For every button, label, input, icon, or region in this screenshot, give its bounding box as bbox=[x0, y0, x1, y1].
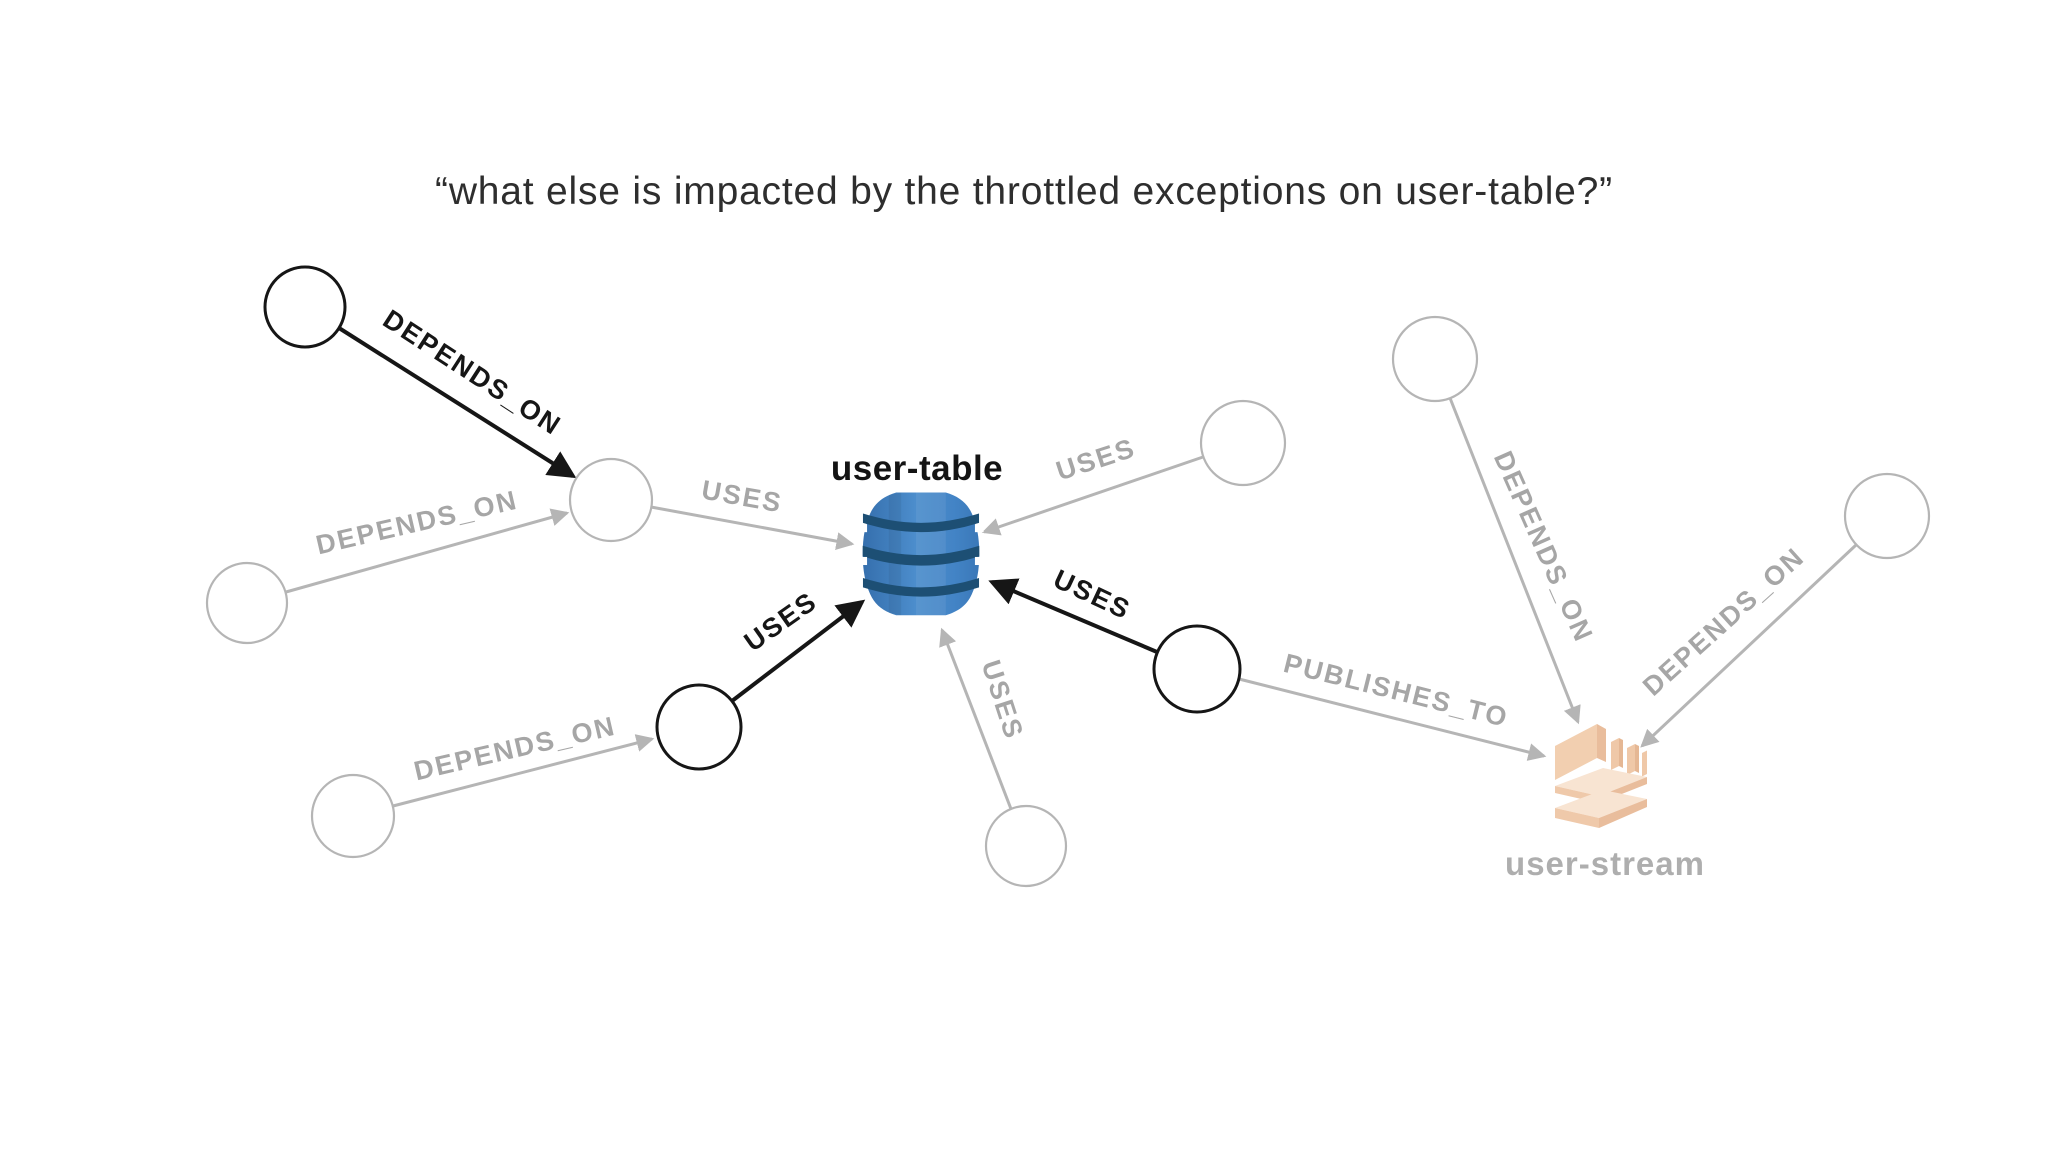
edge-layer bbox=[285, 326, 1858, 810]
node-n2 bbox=[568, 457, 654, 543]
node-label-user-table: user-table bbox=[830, 449, 1004, 488]
edge-uses-n2-table bbox=[650, 505, 855, 551]
node-n5 bbox=[310, 773, 396, 859]
edge-depends-on-n1-n2 bbox=[337, 326, 577, 479]
edge-uses-n7-table bbox=[988, 578, 1158, 654]
edge-uses-n6-table bbox=[981, 455, 1204, 536]
edge-uses-n8-table bbox=[939, 627, 1013, 810]
kinesis-icon bbox=[1555, 724, 1647, 828]
node-n4 bbox=[655, 683, 743, 771]
edge-depends-on-n3-n2 bbox=[285, 508, 570, 594]
edge-uses-n4-table bbox=[730, 599, 866, 703]
node-n6 bbox=[1199, 399, 1287, 487]
node-label-user-stream: user-stream bbox=[1505, 845, 1705, 882]
node-n3 bbox=[205, 561, 289, 645]
node-n1 bbox=[263, 265, 347, 349]
node-n7 bbox=[1152, 624, 1242, 714]
dynamodb-icon bbox=[858, 492, 984, 616]
edge-depends-on-n9-stream bbox=[1448, 397, 1581, 725]
page-title: “what else is impacted by the throttled … bbox=[435, 170, 1613, 213]
node-n8 bbox=[984, 804, 1068, 888]
node-n9 bbox=[1391, 315, 1479, 403]
node-n10 bbox=[1843, 472, 1931, 560]
edge-publishes-to-n7-stream bbox=[1238, 677, 1547, 761]
node-layer bbox=[205, 265, 1931, 888]
edge-depends-on-n5-n4 bbox=[392, 734, 655, 808]
edge-depends-on-n10-stream bbox=[1640, 543, 1858, 748]
